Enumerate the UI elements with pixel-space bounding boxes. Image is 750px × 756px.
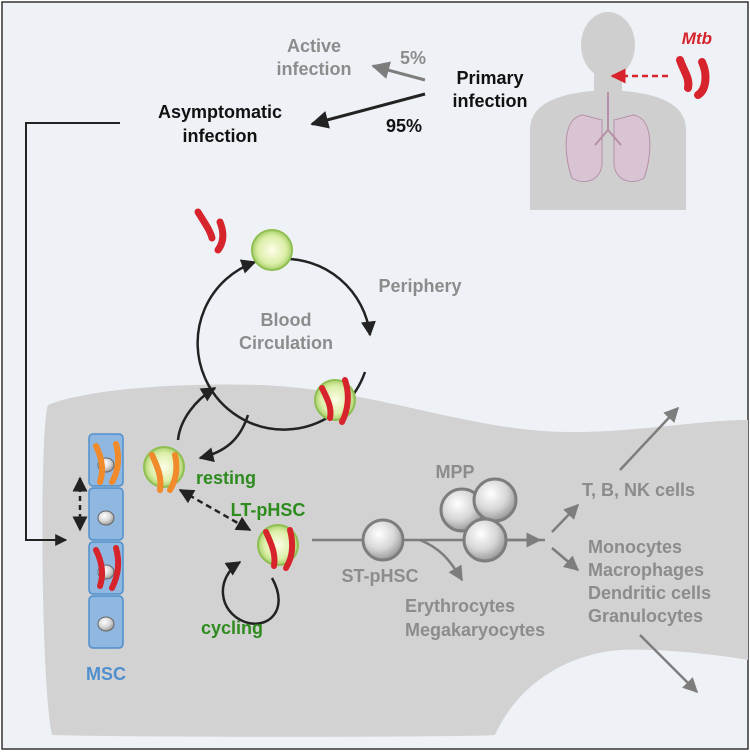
erythro-mega-arrow [419, 538, 464, 582]
lymphoid-exit-arrow [619, 406, 680, 471]
circulating-infected-hsc [314, 377, 356, 425]
myeloid-label-4: Granulocytes [588, 606, 703, 626]
st-phsc-cell [361, 518, 405, 562]
lymphoid-label: T, B, NK cells [582, 480, 695, 500]
cycling-label: cycling [201, 618, 263, 638]
msc-label: MSC [86, 664, 126, 684]
mpp-cluster [439, 477, 518, 563]
erythrocytes-label: Erythrocytes [405, 596, 515, 616]
exit-marrow-arrow [176, 386, 217, 441]
dissemination-path [25, 122, 120, 546]
periphery-label: Periphery [378, 276, 461, 296]
return-marrow-arrow [198, 414, 250, 463]
asymptomatic-line2: infection [183, 126, 258, 146]
resting-label: resting [196, 468, 256, 488]
bone-marrow-region [42, 384, 748, 737]
myeloid-label-1: Monocytes [588, 537, 682, 557]
circulating-hsc-top [251, 229, 293, 271]
lymphoid-branch-arrow [551, 503, 580, 533]
myeloid-branch-arrow [551, 547, 580, 571]
mtb-bacteria [676, 56, 710, 99]
primary-infection-line2: infection [453, 91, 528, 111]
primary-infection-line1: Primary [456, 68, 523, 88]
cycling-loop-arrow [221, 560, 280, 625]
lt-phsc-label: LT-pHSC [231, 500, 306, 520]
asymptomatic-percent: 95% [386, 116, 422, 136]
megakaryocytes-label: Megakaryocytes [405, 620, 545, 640]
active-infection-line2: infection [277, 59, 352, 79]
circulation-line2: Circulation [239, 333, 333, 353]
mtb-label: Mtb [682, 29, 712, 48]
myeloid-label-2: Macrophages [588, 560, 704, 580]
asymptomatic-arrow [310, 92, 426, 129]
active-percent: 5% [400, 48, 426, 68]
lt-phsc-cell [257, 524, 299, 571]
resting-cycling-transition [178, 488, 252, 532]
resting-hsc [143, 446, 185, 493]
active-infection-line1: Active [287, 36, 341, 56]
human-silhouette [530, 12, 686, 210]
free-mtb [194, 208, 227, 254]
st-phsc-label: ST-pHSC [341, 566, 418, 586]
myeloid-exit-arrow [639, 634, 699, 694]
msc-stack [88, 433, 124, 649]
asymptomatic-line1: Asymptomatic [158, 102, 282, 122]
myeloid-label-3: Dendritic cells [588, 583, 711, 603]
active-infection-arrow [371, 61, 426, 82]
mpp-label: MPP [435, 462, 474, 482]
circulation-line1: Blood [261, 310, 312, 330]
